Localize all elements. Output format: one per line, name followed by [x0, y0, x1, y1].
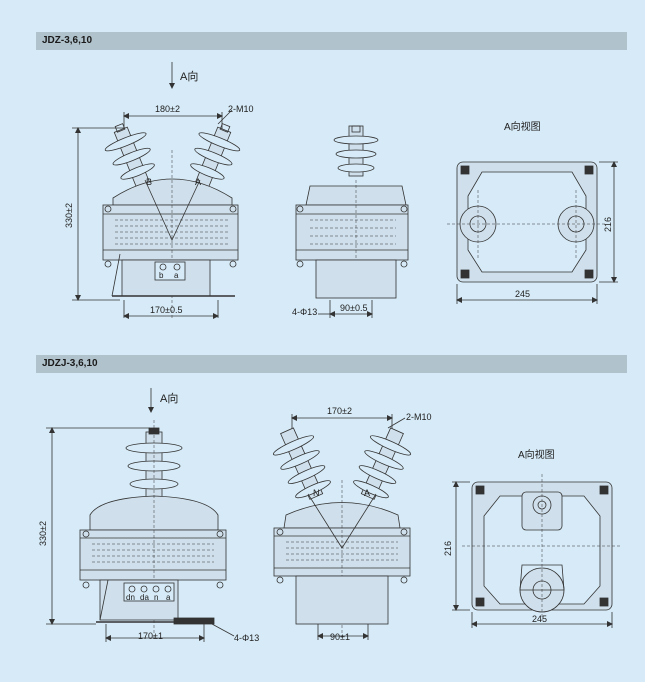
- section-title-jdzj: JDZJ-3,6,10: [42, 358, 98, 369]
- section-header-jdz: JDZ-3,6,10: [36, 32, 627, 50]
- secondary-label-dn: dn: [126, 593, 135, 602]
- plan-view-jdzj: [452, 474, 622, 628]
- side-base-dim-1: 90±0.5: [340, 303, 367, 313]
- plan-view-jdz: [447, 161, 618, 304]
- base-dim-2: 170±1: [138, 631, 163, 641]
- plan-width-dim-2: 245: [532, 614, 547, 624]
- height-dim-1: 330±2: [64, 203, 74, 228]
- section-header-jdzj: JDZJ-3,6,10: [36, 355, 627, 373]
- bolt-label-1: 2-M10: [228, 104, 254, 114]
- holes-label-1: 4-Φ13: [292, 307, 317, 317]
- top-span-dim-2: 170±2: [327, 406, 352, 416]
- base-dim-1: 170±0.5: [150, 305, 182, 315]
- side-view-jdzj: [272, 414, 412, 640]
- terminal-label-a: A: [195, 177, 201, 187]
- side-view-jdz: [295, 125, 409, 318]
- bolt-label-2: 2-M10: [406, 412, 432, 422]
- front-view-jdz: [72, 109, 241, 319]
- holes-label-2: 4-Φ13: [234, 633, 259, 643]
- terminal-label-a2: A: [364, 488, 370, 498]
- plan-height-dim-2: 216: [443, 541, 453, 556]
- height-dim-2: 330±2: [38, 521, 48, 546]
- direction-label-1: A向: [180, 69, 198, 83]
- view-title-1: A向视图: [504, 120, 541, 133]
- secondary-label-da: da: [140, 593, 149, 602]
- section-title-jdz: JDZ-3,6,10: [42, 35, 93, 46]
- terminal-label-b: B: [146, 177, 152, 187]
- secondary-label-a: a: [166, 593, 171, 602]
- plan-height-dim-1: 216: [603, 217, 613, 232]
- terminal-label-n: N: [313, 488, 320, 498]
- secondary-label-n: n: [154, 593, 158, 602]
- secondary-label-b: b: [159, 271, 164, 280]
- side-base-dim-2: 90±1: [330, 632, 350, 642]
- plan-width-dim-1: 245: [515, 289, 530, 299]
- front-view-jdzj: [46, 420, 235, 642]
- top-span-dim-1: 180±2: [155, 104, 180, 114]
- secondary-label-a: a: [174, 271, 179, 280]
- view-title-2: A向视图: [518, 448, 555, 461]
- direction-label-2: A向: [160, 391, 178, 405]
